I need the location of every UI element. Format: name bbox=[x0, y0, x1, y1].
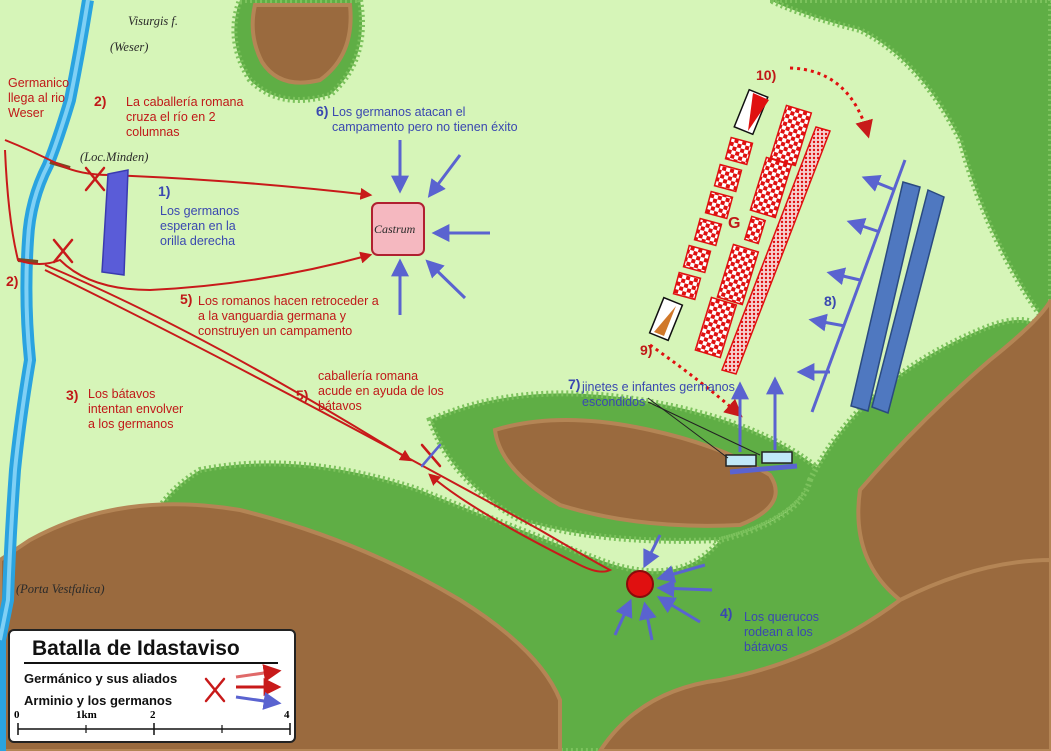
map-legend: Batalla de Idastaviso Germánico y sus al… bbox=[8, 629, 296, 743]
step-5a-text: Los romanos hacen retroceder a a la vang… bbox=[198, 294, 379, 338]
legend-arrow-light-red bbox=[235, 664, 282, 682]
step-1-text: Los germanos esperan en la orilla derech… bbox=[160, 204, 240, 248]
step-5b-number: 5) bbox=[296, 387, 309, 403]
step-10-number: 10) bbox=[756, 67, 777, 83]
step-7-number: 7) bbox=[568, 376, 581, 392]
legend-title: Batalla de Idastaviso bbox=[32, 637, 240, 660]
step-5a-number: 5) bbox=[180, 291, 193, 307]
german-hidden-units bbox=[647, 397, 798, 475]
step-3-number: 3) bbox=[66, 387, 79, 403]
step-3-text: Los bátavos intentan envolver a los germ… bbox=[88, 387, 184, 431]
crossed-swords-icon bbox=[52, 166, 106, 264]
step-2a-number: 2) bbox=[94, 93, 107, 109]
roman-cavalry-flags bbox=[648, 88, 769, 342]
legend-arrow-blue bbox=[235, 692, 282, 710]
scale-tick-4: 4 bbox=[284, 709, 290, 721]
scale-tick-1: 1km bbox=[76, 709, 97, 721]
legend-romans: Germánico y sus aliados bbox=[24, 671, 178, 686]
step-1-number: 1) bbox=[158, 183, 171, 199]
label-germanico: Germanico llega al rio Weser bbox=[8, 76, 70, 120]
batavian-position bbox=[626, 570, 654, 598]
scale-tick-0: 0 bbox=[14, 709, 20, 721]
step-5b-text: caballería romana acude en ayuda de los … bbox=[318, 369, 444, 413]
legend-swords-icon bbox=[204, 677, 226, 703]
step-9-number: 9) bbox=[640, 342, 653, 358]
step-4-text: Los querucos rodean a los bátavos bbox=[744, 610, 820, 654]
river-name: (Weser) bbox=[110, 40, 149, 54]
step-6-text: Los germanos atacan el campamento pero n… bbox=[332, 105, 518, 134]
germanicus-mark: G bbox=[728, 215, 741, 232]
step-2b-number: 2) bbox=[6, 273, 19, 289]
roman-movements bbox=[4, 139, 613, 573]
legend-scale-bar bbox=[17, 723, 291, 735]
step-8-number: 8) bbox=[824, 293, 837, 309]
battle-swords-icon bbox=[420, 443, 442, 468]
legend-symbols bbox=[17, 662, 291, 735]
german-movements bbox=[391, 140, 896, 641]
porta-vestfalica: (Porta Vestfalica) bbox=[16, 582, 105, 596]
step-2a-text: La caballería romana cruza el río en 2 c… bbox=[126, 95, 244, 139]
castrum-label: Castrum bbox=[374, 222, 416, 236]
roman-units bbox=[672, 104, 831, 375]
minden-location: (Loc.Minden) bbox=[80, 150, 149, 164]
legend-germans: Arminio y los germanos bbox=[24, 693, 173, 708]
scale-tick-2: 2 bbox=[150, 709, 156, 721]
german-units bbox=[101, 169, 945, 414]
step-7-text: jinetes e infantes germanos escondidos bbox=[582, 380, 735, 409]
river-latin-name: Visurgis f. bbox=[128, 14, 179, 28]
step-4-number: 4) bbox=[720, 605, 733, 621]
german-line-8 bbox=[810, 159, 907, 413]
move-9-arrow bbox=[649, 343, 743, 418]
castrum-marker bbox=[371, 202, 425, 256]
step-6-number: 6) bbox=[316, 103, 329, 119]
